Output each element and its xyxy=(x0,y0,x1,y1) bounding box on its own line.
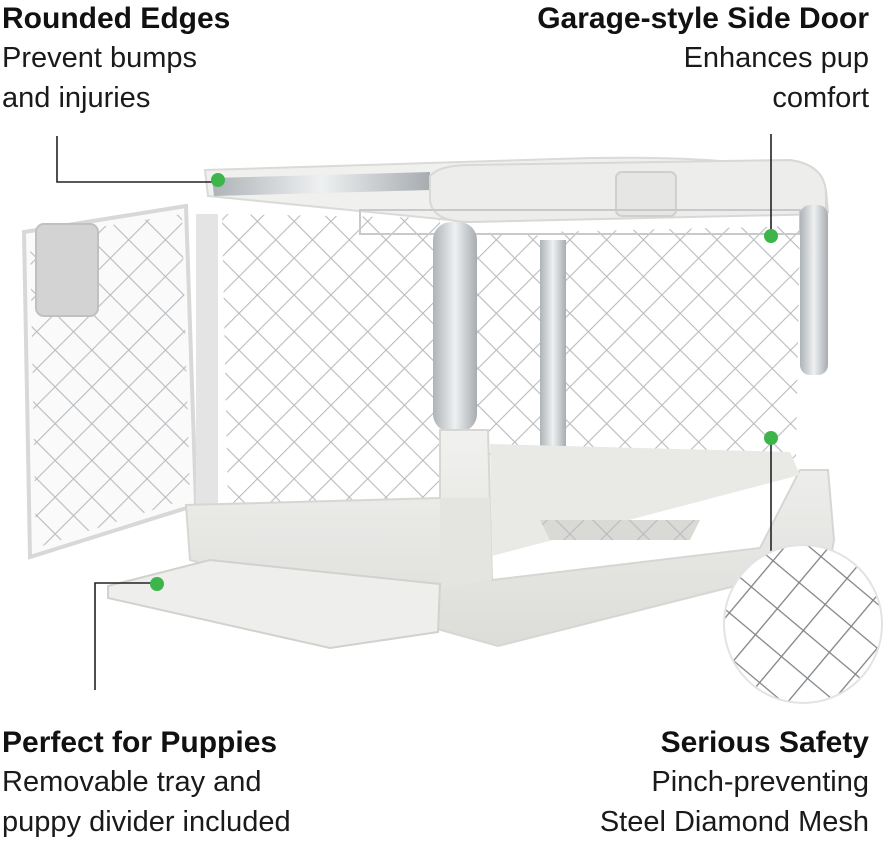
crate-top xyxy=(203,156,830,235)
callout-desc: Enhances pup xyxy=(683,42,869,74)
callout-desc: and injuries xyxy=(2,82,151,114)
mesh-detail-circle xyxy=(723,544,883,704)
callout-title: Garage-style Side Door xyxy=(537,2,869,35)
callout-desc: puppy divider included xyxy=(2,806,291,838)
callout-rounded-edges: Rounded Edges Prevent bumps and injuries xyxy=(2,0,230,118)
marker-tray xyxy=(150,577,164,591)
callout-side-door: Garage-style Side Door Enhances pup comf… xyxy=(537,0,869,118)
callout-title: Perfect for Puppies xyxy=(2,726,278,759)
door-latch xyxy=(35,223,99,317)
marker-dots xyxy=(150,173,778,591)
crate-mesh xyxy=(222,214,800,512)
handle xyxy=(615,171,677,217)
callout-desc: comfort xyxy=(772,82,869,114)
aluminum-posts xyxy=(433,205,828,470)
callout-safety: Serious Safety Pinch-preventing Steel Di… xyxy=(600,724,869,842)
callout-desc: Prevent bumps xyxy=(2,42,198,74)
marker-rounded-edges xyxy=(211,173,225,187)
marker-side-door xyxy=(764,229,778,243)
callout-desc: Pinch-preventing xyxy=(651,766,869,798)
callout-puppies: Perfect for Puppies Removable tray and p… xyxy=(2,724,291,842)
marker-mesh xyxy=(764,431,778,445)
callout-desc: Steel Diamond Mesh xyxy=(599,806,869,838)
callout-title: Rounded Edges xyxy=(2,2,231,35)
callout-desc: Removable tray and xyxy=(2,766,262,798)
pull-out-tray xyxy=(107,558,442,650)
side-door xyxy=(21,203,218,560)
callout-title: Serious Safety xyxy=(660,726,869,759)
leader-lines xyxy=(56,134,772,690)
